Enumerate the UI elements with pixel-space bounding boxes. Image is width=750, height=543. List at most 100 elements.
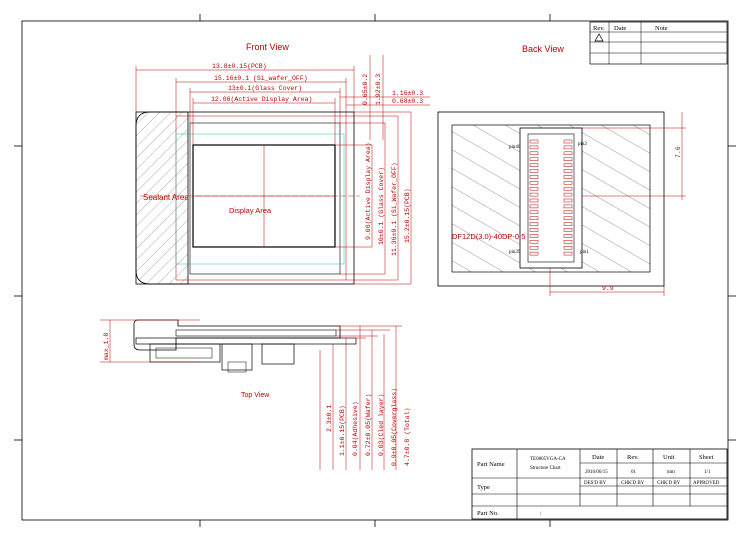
connector-pins-left	[529, 139, 539, 256]
back-view: Back View DF12D(3.0)-40DP-0.5 pin40 pin2…	[437, 44, 686, 296]
drawing-frame	[14, 14, 736, 527]
connector-pin	[563, 245, 573, 250]
pin-label-pin2: pin2	[578, 142, 587, 147]
connector-pin	[529, 228, 539, 232]
part-name-label: Part Name	[477, 461, 505, 468]
dim-offset-top-2: 1.92±0.3	[375, 74, 382, 105]
connector-pin	[563, 240, 573, 244]
dim-offset-top-1: 0.65±0.2	[362, 74, 369, 105]
top-view-connector	[221, 343, 253, 371]
connector-pin	[529, 186, 539, 191]
pin-label-pin39: pin39	[509, 250, 521, 255]
dim-back-7-6: 7.6	[675, 146, 682, 158]
connector-pin	[529, 181, 539, 185]
unit-value-cell: mm	[667, 470, 675, 475]
connector-pin	[529, 198, 539, 203]
top-view-sealant-profile	[133, 319, 341, 351]
sealant-area-label: Sealant Area	[143, 193, 189, 202]
dim-top-4: 0.72±0.05(Wafer)	[365, 394, 372, 456]
date-value-cell: 2016/06/15	[585, 470, 608, 475]
dim-top-2: 1.1±0.15(PCB)	[339, 405, 346, 456]
connector-pin	[563, 151, 573, 156]
connector-pin	[529, 175, 539, 179]
dim-active-width: 12.06(Active Display Area)	[211, 96, 312, 103]
date-header: Date	[614, 25, 626, 32]
connector-label: DF12D(3.0)-40DP-0.5	[452, 232, 525, 241]
connector-pin	[563, 192, 573, 197]
connector-pin	[563, 234, 573, 238]
dim-top-1: 2.3±0.1	[326, 405, 333, 432]
dim-pcb-width: 13.8±0.15(PCB)	[212, 63, 267, 70]
date-header-cell: Date	[592, 454, 604, 461]
dim-offset-right-2: 0.68±0.3	[392, 98, 423, 105]
sign-chk-label-2: CHK'D BY	[657, 481, 681, 486]
top-view-title: Top View	[241, 392, 270, 399]
dim-wafer-height: 11.36±0.1 (Si_Wafer_OFF)	[391, 162, 398, 256]
unit-header-cell: Unit	[663, 454, 675, 461]
connector-pin	[529, 145, 539, 150]
connector-pin	[529, 222, 539, 226]
connector-pin	[563, 186, 573, 191]
connector-pin	[563, 204, 573, 209]
connector-pin	[563, 139, 573, 144]
top-view: max_1.8 Top View 2.3±0.1 1.1±0.15(PCB) 0…	[100, 319, 411, 470]
top-view-glass-layer	[175, 329, 337, 337]
back-pcb-outline	[437, 111, 665, 287]
connector-pin	[563, 198, 573, 203]
display-area-label: Display Area	[229, 206, 272, 215]
connector-pin	[529, 216, 539, 220]
connector-pin	[563, 157, 573, 161]
connector-pin	[563, 169, 573, 173]
part-no-value: /	[540, 512, 542, 517]
pin-label-pin40: pin40	[509, 145, 521, 150]
connector-pin	[529, 204, 539, 209]
connector-pin	[563, 163, 573, 167]
connector-pin	[563, 210, 573, 215]
type-label: Type	[477, 484, 490, 491]
glass-cover-outline	[189, 122, 341, 275]
connector-pin	[529, 157, 539, 161]
connector-pin	[563, 175, 573, 179]
title-block	[471, 448, 728, 520]
sheet-header-cell: Sheet	[699, 454, 714, 461]
part-name-subtitle: Structure Chart	[530, 466, 561, 471]
dim-glass-height: 10±0.1 (Glass Cover)	[378, 167, 385, 245]
connector-pins-right	[563, 139, 573, 256]
connector-pin	[529, 163, 539, 167]
pin-label-pin1: pin1	[580, 250, 589, 255]
connector-pin	[529, 169, 539, 173]
dim-wafer-width: 15.16±0.1 (Si_wafer_OFF)	[214, 75, 308, 82]
rev-header-cell: Rev.	[627, 454, 639, 461]
connector-pin	[529, 245, 539, 250]
dim-top-max-height: max_1.8	[103, 333, 110, 360]
connector-pin	[563, 228, 573, 232]
dim-pcb-height: 15.2±0.15(PCB)	[404, 188, 411, 243]
front-view-title: Front View	[246, 42, 289, 52]
connector-pin	[563, 181, 573, 185]
rev-value-cell: 01	[631, 470, 637, 475]
rev-header: Rev.	[593, 25, 605, 32]
dim-back-9-9: 9.9	[602, 285, 614, 292]
dim-top-3: 0.04(Adhesive)	[352, 401, 359, 456]
connector-pin	[563, 216, 573, 220]
connector-pin	[529, 240, 539, 244]
dim-active-height: 9.06(Active Display Area)	[365, 142, 372, 240]
revision-table: Rev. Date Note	[589, 21, 728, 65]
connector-pin	[563, 222, 573, 226]
connector-pin	[529, 234, 539, 238]
revision-triangle-icon	[594, 33, 604, 42]
title-block-text: Part Name TE0805VGA-CA Structure Chart D…	[477, 454, 720, 517]
connector-pin	[563, 251, 573, 256]
sign-chk-label-1: CHK'D BY	[621, 481, 645, 486]
sealant-area	[135, 111, 189, 285]
part-name-value: TE0805VGA-CA	[530, 457, 566, 462]
dim-top-5: 0.03(Cled layer)	[378, 394, 385, 456]
front-view: Front View Sealant Area Display Area	[135, 42, 430, 285]
dim-top-6: 0.9±0.05(Coverglass)	[391, 388, 398, 466]
connector-pin	[529, 210, 539, 215]
part-no-label: Part No.	[477, 510, 499, 517]
top-view-component-right	[261, 343, 295, 365]
connector-pin	[563, 145, 573, 150]
back-view-title: Back View	[522, 44, 564, 54]
dim-top-7: 4.7±0.8 (Total)	[404, 407, 411, 466]
